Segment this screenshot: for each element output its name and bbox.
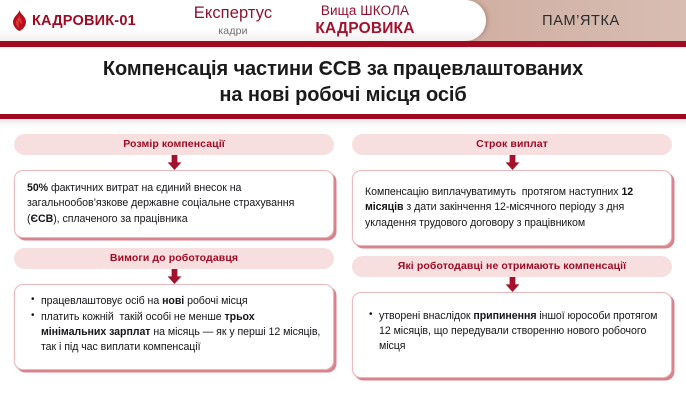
logo-expertus[interactable]: Експертус кадри (178, 5, 288, 36)
pill-compensation-amount[interactable]: Розмір компенсації (14, 134, 334, 155)
excluded-employers-list: утворені внаслідок припинення іншої юрос… (365, 308, 660, 354)
page-title: Компенсація частини ЄСВ за працевлаштова… (0, 49, 686, 114)
memo-badge: ПАМ’ЯТКА (476, 0, 686, 41)
header-divider-soft (0, 47, 686, 49)
logo-school-line2: КАДРОВИКА (315, 19, 415, 37)
arrow-excluded-employers (352, 277, 672, 292)
logo-expertus-line2: кадри (218, 24, 248, 37)
pill-compensation-amount-label: Розмір компенсації (123, 137, 225, 150)
logo-school[interactable]: Вища ШКОЛА КАДРОВИКА (303, 4, 427, 36)
card-excluded-employers: утворені внаслідок припинення іншої юрос… (352, 292, 672, 378)
header-divider (0, 41, 686, 47)
list-item: працевлаштовує осіб на нові робочі місця (31, 293, 322, 309)
arrow-down-icon (505, 155, 519, 170)
pill-excluded-employers-label: Які роботодавці не отримають компенсації (397, 259, 627, 272)
pill-payment-term-label: Строк виплат (476, 137, 548, 150)
page-header: КАДРОВИК-01 Експертус кадри Вища ШКОЛА К… (0, 0, 686, 41)
arrow-compensation-amount (14, 155, 334, 170)
spacer-left (14, 238, 334, 248)
spacer-right (352, 246, 672, 256)
arrow-employer-requirements (14, 269, 334, 284)
flame-icon (13, 10, 26, 31)
logo-expertus-line1: Експертус (193, 4, 273, 22)
card-compensation-amount-text: 50% фактичних витрат на єдиний внесок на… (27, 182, 295, 225)
card-compensation-amount: 50% фактичних витрат на єдиний внесок на… (14, 170, 334, 238)
card-payment-term: Компенсацію виплачуватимуть протягом нас… (352, 170, 672, 246)
pill-employer-requirements[interactable]: Вимоги до роботодавця (14, 248, 334, 269)
pill-employer-requirements-label: Вимоги до роботодавця (109, 251, 239, 264)
content-grid: Розмір компенсації 50% фактичних витрат … (0, 128, 686, 378)
title-divider (0, 114, 686, 119)
column-left: Розмір компенсації 50% фактичних витрат … (14, 134, 334, 378)
pill-excluded-employers[interactable]: Які роботодавці не отримають компенсації (352, 256, 672, 277)
arrow-down-icon (167, 269, 181, 284)
card-payment-term-text: Компенсацію виплачуватимуть протягом нас… (365, 186, 634, 229)
brand-name: КАДРОВИК-01 (32, 12, 136, 29)
list-item: платить кожній такій особі не менше трьо… (31, 309, 322, 355)
memo-badge-label: ПАМ’ЯТКА (542, 12, 620, 29)
card-employer-requirements: працевлаштовує осіб на нові робочі місця… (14, 284, 334, 370)
pill-payment-term[interactable]: Строк виплат (352, 134, 672, 155)
header-white-panel (0, 0, 486, 41)
arrow-payment-term (352, 155, 672, 170)
arrow-down-icon (167, 155, 181, 170)
page-title-line2: на нові робочі місця осіб (219, 84, 467, 106)
employer-requirements-list: працевлаштовує осіб на нові робочі місця… (27, 293, 322, 356)
list-item: утворені внаслідок припинення іншої юрос… (369, 308, 660, 354)
arrow-down-icon (505, 277, 519, 292)
logo-school-line1: Вища ШКОЛА (320, 3, 410, 18)
brand-logo[interactable]: КАДРОВИК-01 (12, 10, 136, 31)
title-divider-soft (0, 119, 686, 128)
page-title-line1: Компенсація частини ЄСВ за працевлаштова… (102, 58, 584, 81)
column-right: Строк виплат Компенсацію виплачуватимуть… (352, 134, 672, 378)
